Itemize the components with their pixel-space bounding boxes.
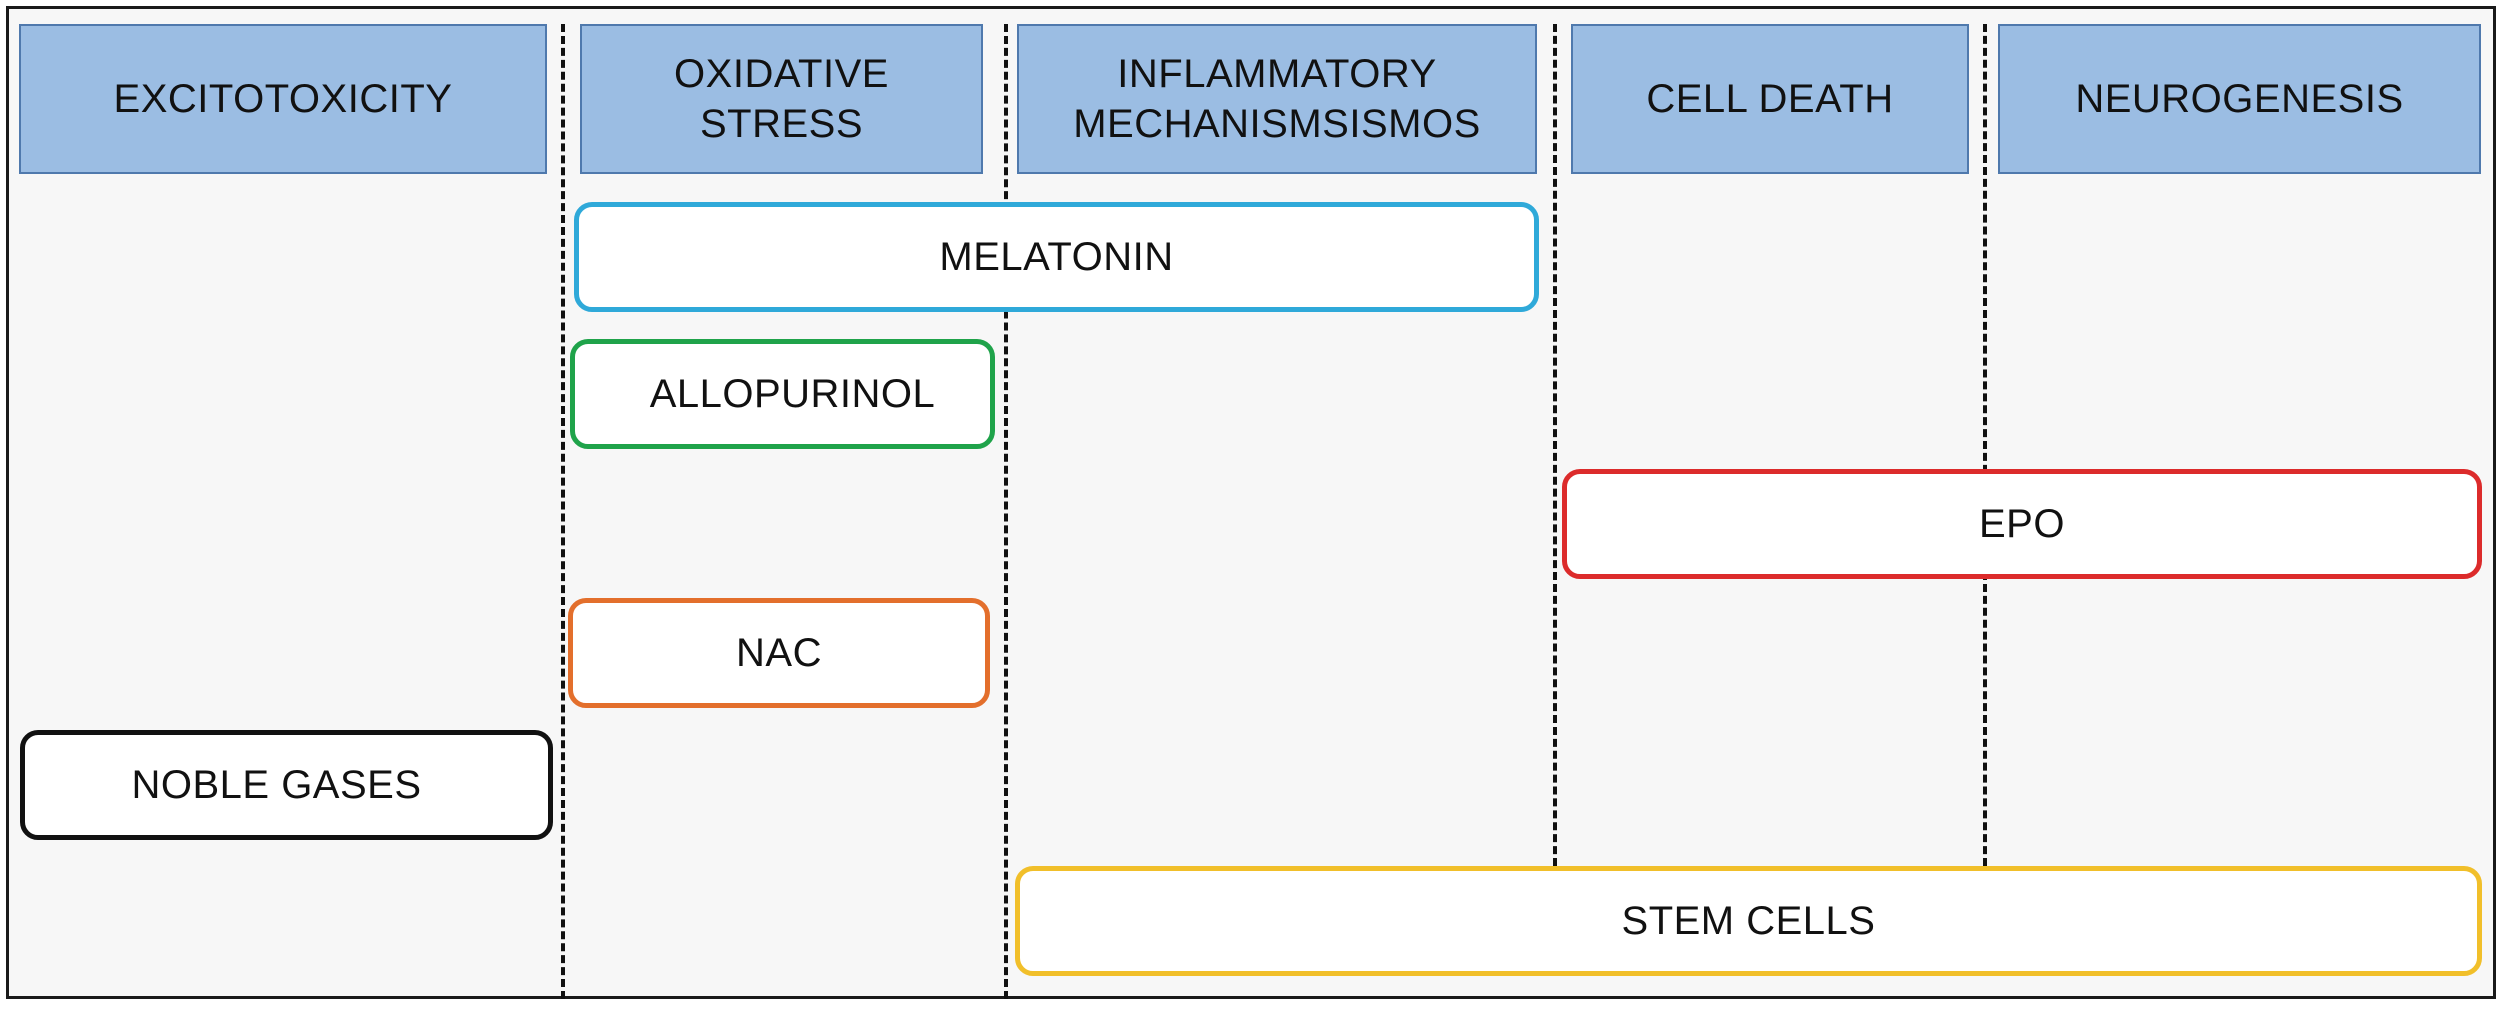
treatment-box-stem-cells: STEM CELLS [1015, 866, 2482, 976]
column-divider [1983, 24, 1987, 866]
treatment-box-nac: NAC [568, 598, 990, 708]
column-header-cell-death: CELL DEATH [1571, 24, 1969, 174]
column-header-excitotoxicity: EXCITOTOXICITY [19, 24, 547, 174]
column-header-oxidative-stress: OXIDATIVE STRESS [580, 24, 983, 174]
column-header-inflammatory-mechanisms: INFLAMMATORY MECHANISMSISMOS [1017, 24, 1537, 174]
column-header-neurogenesis: NEUROGENESIS [1998, 24, 2481, 174]
treatment-box-allopurinol: ALLOPURINOL [570, 339, 995, 449]
treatment-box-melatonin: MELATONIN [574, 202, 1539, 312]
column-divider [1004, 24, 1008, 999]
treatment-box-epo: EPO [1562, 469, 2482, 579]
column-divider [1553, 24, 1557, 866]
column-divider [561, 24, 565, 999]
treatment-box-noble-gases: NOBLE GASES [20, 730, 553, 840]
